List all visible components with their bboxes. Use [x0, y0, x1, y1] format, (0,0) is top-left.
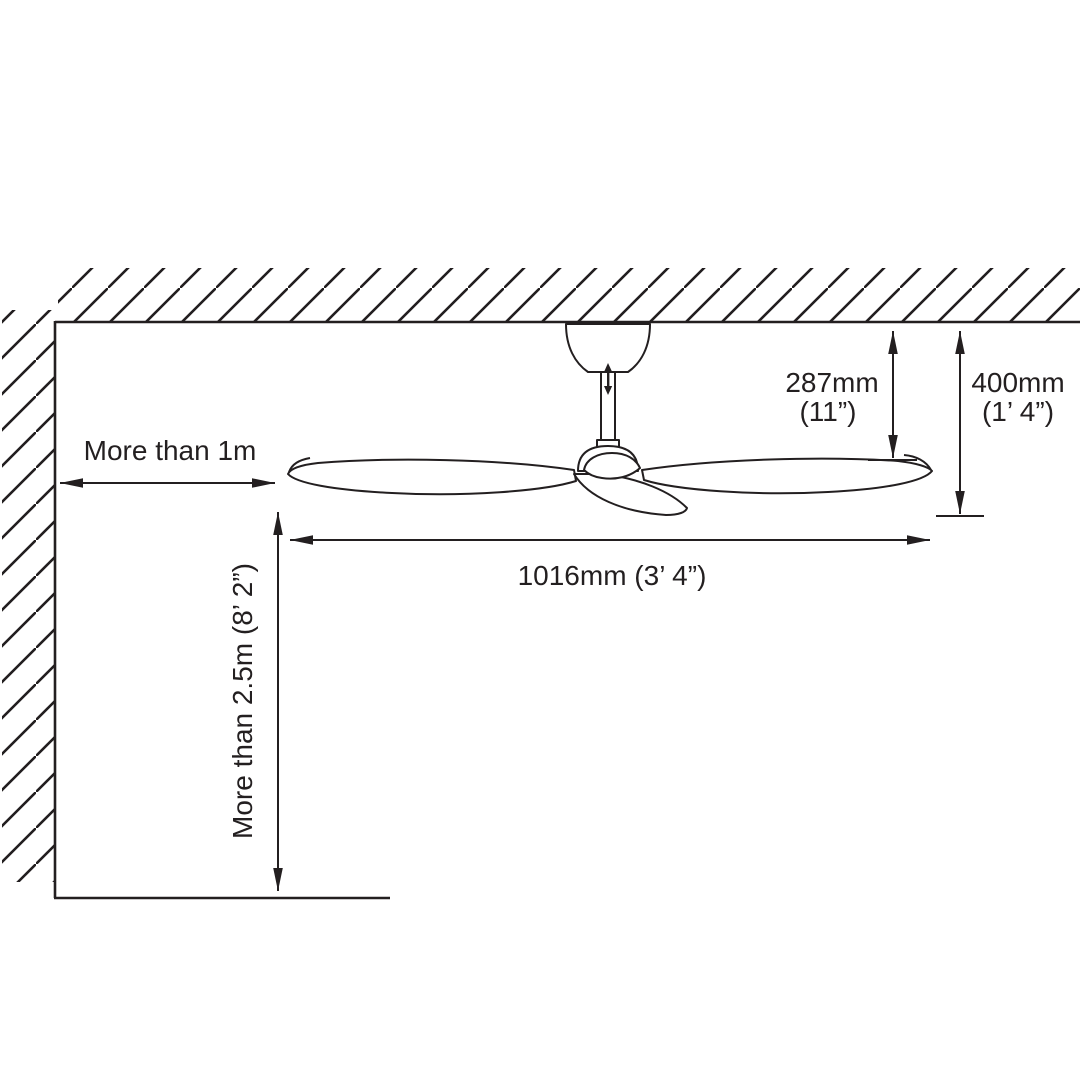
- fan-canopy: [565, 323, 651, 373]
- ceiling-to-blade-label-metric: 287mm: [785, 367, 878, 398]
- fan-blade-left: [287, 458, 577, 496]
- floor-clearance-label: More than 2.5m (8’ 2”): [227, 563, 258, 839]
- ceiling-to-blade-label-imperial: (11”): [799, 396, 856, 427]
- total-drop-label-imperial: (1’ 4”): [982, 396, 1054, 427]
- fan-blade-left-tip: [288, 457, 311, 473]
- fan-blade-center: [573, 473, 688, 516]
- wall-clearance-label: More than 1m: [84, 435, 257, 466]
- total-drop-label-metric: 400mm: [971, 367, 1064, 398]
- fan-blade-right-tip: [903, 454, 932, 471]
- fan-hub: [583, 452, 641, 480]
- ceiling-fan: [287, 323, 933, 516]
- fan-blade-right: [641, 457, 933, 495]
- downrod-adjust-arrow: [604, 363, 613, 395]
- wall-hatching: [2, 310, 55, 882]
- dimension-lines: [60, 331, 984, 891]
- room-structure: [53, 320, 1080, 900]
- ceiling-hatching: [58, 268, 1080, 321]
- blade-sweep-label: 1016mm (3’ 4”): [518, 560, 707, 591]
- dimension-labels: More than 1m More than 2.5m (8’ 2”) 287m…: [84, 367, 1065, 839]
